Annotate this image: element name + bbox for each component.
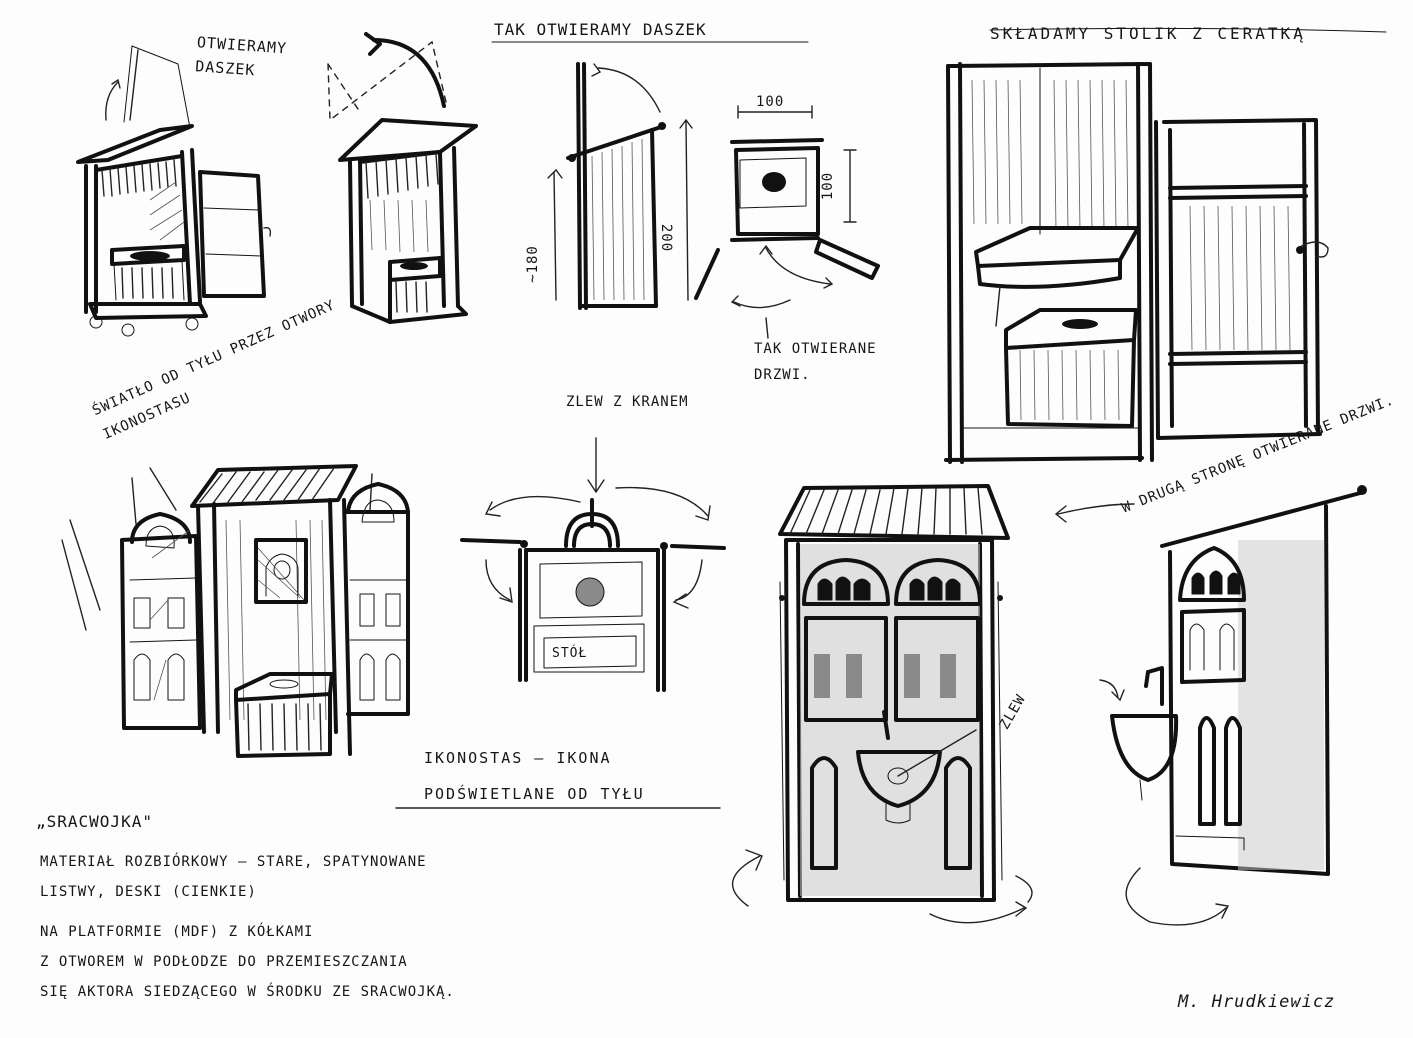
dimension-left-height-label: ~180: [524, 245, 541, 283]
outhouse-profile-dimensions-sketch: [491, 41, 880, 339]
outhouse-sink-front-sketch: [460, 437, 726, 692]
label-iconostasis-note: IKONOSTAS – IKONA PODŚWIETLANE OD TYŁU: [424, 749, 645, 803]
note-line-2: LISTWY, DESKI (CIENKIE): [40, 884, 257, 900]
signature: M. Hrudkiewicz: [1178, 992, 1336, 1012]
outhouse-folding-table-sketch: [944, 27, 1387, 464]
dimension-full-height-label: 200: [658, 223, 675, 253]
note-line-5: SIĘ AKTORA SIEDZĄCEGO W ŚRODKU ZE SRACWO…: [40, 984, 455, 1000]
note-line-4: Z OTWOREM W PODŁODZE DO PRZEMIESZCZANIA: [40, 954, 408, 970]
dimension-width-label: 100: [756, 94, 785, 110]
note-line-1: MATERIAŁ ROZBIÓRKOWY – STARE, SPATYNOWAN…: [40, 854, 427, 870]
label-open-roof-header: TAK OTWIERAMY DASZEK: [494, 20, 707, 39]
outhouse-iconostasis-wings-sketch: [61, 464, 410, 758]
outhouse-side-sink-sketch: [1054, 485, 1367, 926]
project-title: „SRACWOJKA": [36, 812, 153, 831]
label-opened-doors: TAK OTWIERANE DRZWI.: [754, 341, 877, 383]
label-fold-table-header: SKŁADAMY STOLIK Z CERATKĄ: [990, 24, 1306, 43]
label-sink-with-tap: ZLEW Z KRANEM: [566, 394, 689, 410]
label-open-roof-small: OTWIERAMY DASZEK: [194, 33, 288, 80]
outhouse-roof-arc-sketch: [327, 32, 478, 324]
dimension-side-height-label: 100: [820, 171, 837, 201]
note-line-3: NA PLATFORMIE (MDF) Z KÓŁKAMI: [40, 924, 314, 940]
outhouse-open-roof-sketch: [76, 45, 272, 337]
label-table: STÓŁ: [552, 646, 588, 661]
outhouse-iconostasis-sink-sketch: [731, 484, 1033, 924]
